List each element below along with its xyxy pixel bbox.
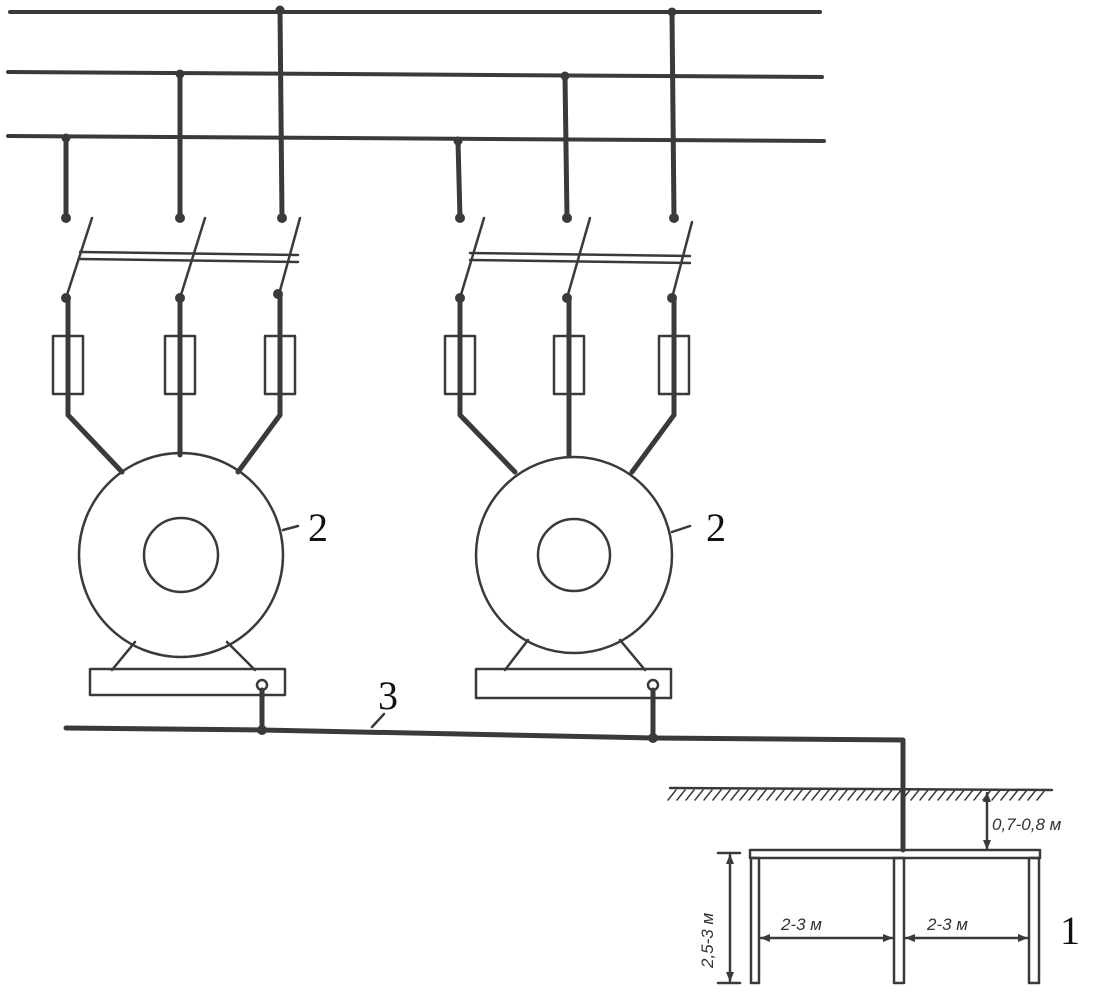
motor-foot	[503, 638, 530, 672]
fuse-block	[443, 333, 691, 397]
dimensions	[716, 791, 1029, 985]
motor-stator	[77, 451, 285, 659]
ground-rod	[892, 856, 906, 985]
tap-wire	[562, 73, 570, 221]
supply-lines	[6, 10, 826, 143]
motor-foot	[110, 640, 137, 672]
switch-contact	[455, 213, 465, 223]
switch-contact	[61, 213, 71, 223]
motor-lead	[629, 397, 677, 475]
motor-lead	[457, 397, 518, 475]
electrode-length-label: 2,5-3 м	[698, 913, 717, 969]
soil-hatching	[667, 789, 1046, 801]
switch-contact	[277, 213, 287, 223]
tap-wire	[277, 7, 285, 221]
grounding-bus-label: 3	[378, 673, 398, 718]
motor-base-plate	[474, 667, 673, 700]
tap-wire	[455, 138, 463, 221]
ground-surface	[667, 786, 1054, 801]
electric-motor-left	[77, 451, 287, 697]
spacing-left-label: 2-3 м	[780, 915, 822, 934]
motor-shaft	[536, 517, 612, 593]
ground-rod	[1027, 856, 1041, 985]
tap-wire	[669, 9, 677, 221]
motor-lead	[65, 397, 125, 475]
motor-branch-right	[443, 7, 694, 743]
phase-line-3	[6, 134, 826, 143]
grounding-bus	[63, 712, 906, 853]
switch-blade	[64, 216, 94, 300]
switch-linkage	[468, 258, 692, 265]
motor-base-plate	[88, 667, 287, 697]
switch-linkage	[78, 250, 300, 257]
earth-electrode	[748, 848, 1042, 985]
switch-blade	[178, 216, 207, 300]
motor-label-left: 2	[308, 505, 328, 550]
motor-stator	[474, 455, 674, 655]
motor-branch-left	[51, 5, 302, 735]
switch-contact	[669, 213, 679, 223]
ground-rod	[749, 856, 761, 985]
three-pole-switch	[64, 216, 302, 300]
switch-contact	[562, 213, 572, 223]
label-leader	[670, 524, 692, 534]
motor-foot	[618, 638, 647, 672]
switch-linkage	[78, 257, 300, 264]
motor-lead	[235, 397, 283, 475]
motor-shaft	[142, 516, 220, 594]
spacing-right-label: 2-3 м	[926, 915, 968, 934]
label-leader	[281, 524, 300, 532]
earth-electrode-label: 1	[1060, 908, 1080, 953]
burial-depth-label: 0,7-0,8 м	[992, 815, 1062, 834]
phase-line-2	[6, 70, 824, 79]
switch-linkage	[468, 251, 692, 258]
switch-contact	[175, 213, 185, 223]
three-pole-switch	[458, 216, 694, 300]
fuse-block	[51, 333, 297, 397]
ground-line	[668, 786, 1054, 792]
label-leader	[370, 712, 386, 729]
switch-blade	[458, 216, 486, 300]
electric-motor-right	[474, 455, 674, 700]
motor-label-right: 2	[706, 505, 726, 550]
switch-blade	[670, 220, 694, 300]
grounding-conductor	[63, 725, 906, 853]
switch-blade	[276, 216, 302, 300]
switch-blade	[565, 216, 592, 300]
motor-foot	[225, 640, 257, 672]
